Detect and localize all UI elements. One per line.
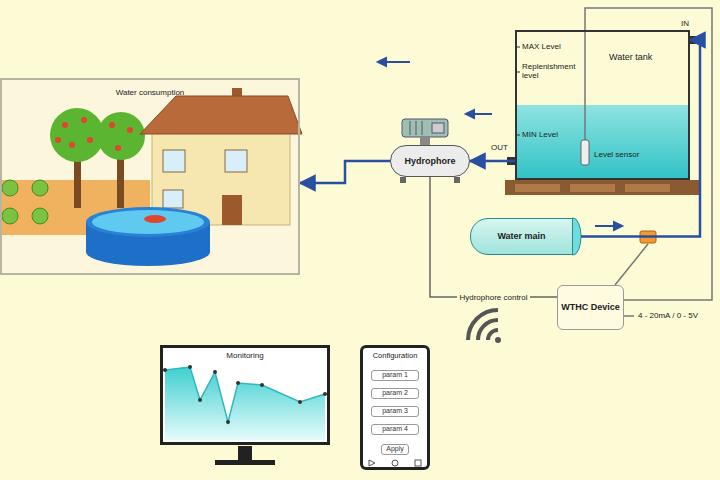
tank-water bbox=[515, 105, 690, 180]
button-label: param 2 bbox=[382, 389, 408, 397]
phone bbox=[360, 345, 430, 470]
pool bbox=[86, 207, 210, 266]
wifi-icon bbox=[468, 310, 501, 343]
hydrophore-tank: Hydrophore bbox=[390, 145, 470, 177]
sensor-label: Level sensor bbox=[594, 150, 639, 159]
level-sensor bbox=[581, 140, 589, 165]
param-button: param 4 bbox=[371, 424, 419, 435]
apply-button: Apply bbox=[381, 444, 409, 455]
edge-label: Hydrophore control bbox=[457, 293, 529, 302]
button-label: param 1 bbox=[382, 371, 408, 379]
level-label: MIN Level bbox=[522, 130, 558, 139]
house bbox=[140, 88, 302, 225]
button-label: Apply bbox=[386, 445, 404, 453]
wthc-device: WTHC Device bbox=[557, 285, 624, 330]
button-label: param 3 bbox=[382, 407, 408, 415]
node-title: WTHC Device bbox=[561, 302, 620, 312]
node-title: Monitoring bbox=[166, 351, 324, 360]
level-label: MAX Level bbox=[522, 42, 561, 51]
node-title: Water tank bbox=[609, 52, 682, 62]
flow-arrows bbox=[378, 58, 622, 230]
valve-wire bbox=[615, 244, 648, 285]
button-label: param 4 bbox=[382, 425, 408, 433]
param-button: param 2 bbox=[371, 388, 419, 399]
bushes bbox=[2, 180, 48, 224]
param-button: param 1 bbox=[371, 370, 419, 381]
level-label: Replenishment level bbox=[522, 62, 574, 80]
port-label: OUT bbox=[491, 143, 508, 152]
monitor-screen: Monitoring bbox=[160, 345, 330, 445]
consumption-panel: Water consumption bbox=[0, 78, 300, 275]
node-title: Configuration bbox=[365, 352, 425, 361]
sensor-wire bbox=[585, 8, 712, 300]
trees bbox=[50, 108, 145, 208]
param-button: param 3 bbox=[371, 406, 419, 417]
water-pipe bbox=[581, 40, 700, 237]
node-title: Water consumption bbox=[6, 88, 294, 97]
water-pipe bbox=[470, 160, 515, 163]
monitor bbox=[160, 345, 330, 465]
pallet bbox=[505, 180, 700, 195]
water-main: Water main bbox=[470, 218, 573, 255]
phone-screen: Configuration param 1 param 2 param 3 param … bbox=[360, 345, 430, 470]
node-title: Water main bbox=[497, 231, 545, 241]
signal-label: 4 - 20mA / 0 - 5V bbox=[638, 311, 698, 320]
water-pipe bbox=[300, 161, 390, 183]
node-title: Hydrophore bbox=[404, 156, 455, 166]
port-label: IN bbox=[681, 19, 689, 28]
